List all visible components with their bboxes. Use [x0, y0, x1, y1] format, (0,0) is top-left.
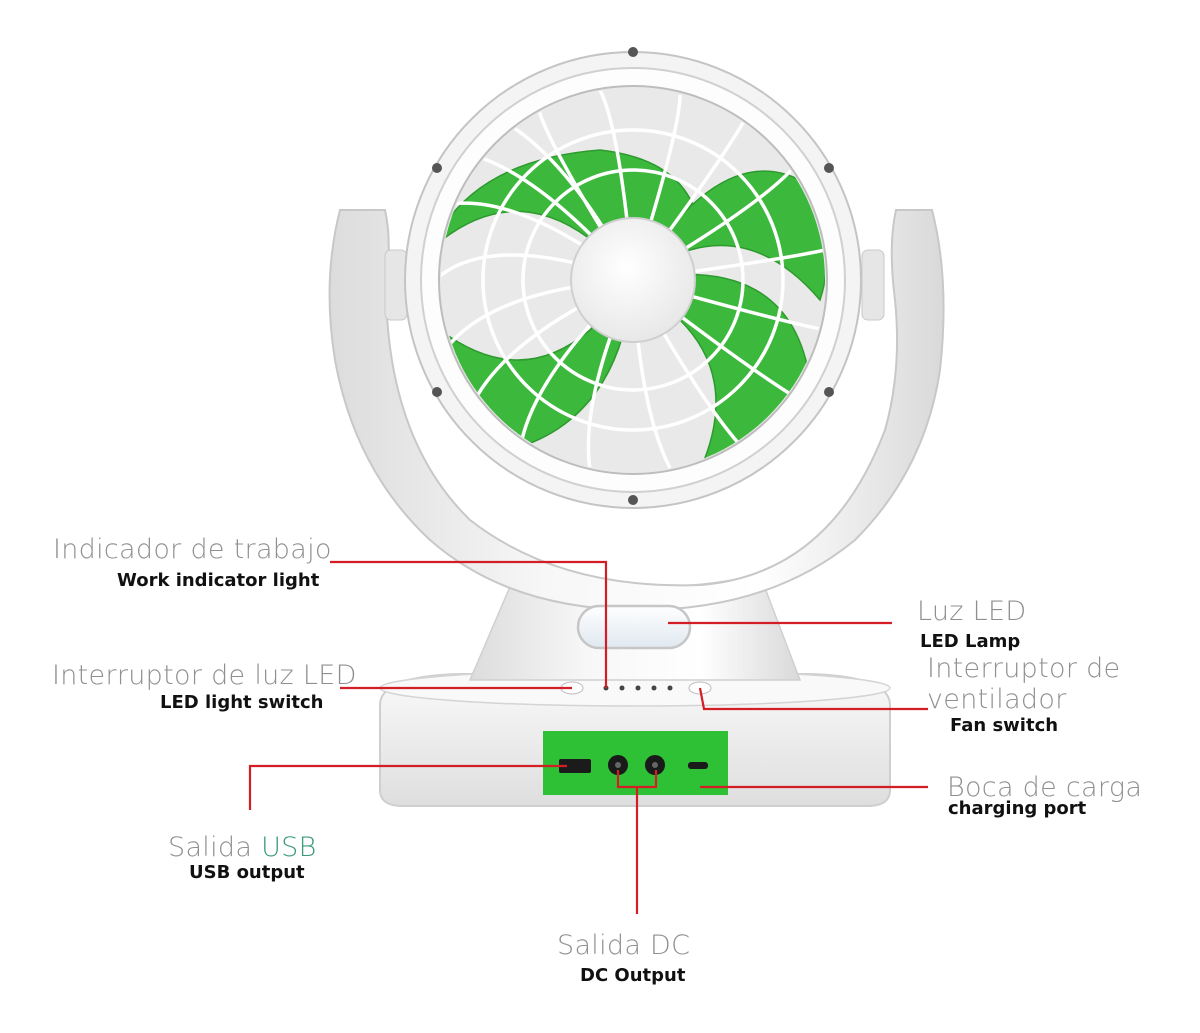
led-lamp-label-en: LED Lamp [920, 631, 1021, 652]
led-lamp-label-es: Luz LED [917, 596, 1027, 627]
fan-switch-label-es-line2: ventilador [927, 684, 1067, 715]
leader-usb-output [248, 764, 567, 810]
usb-output-label-es-prefix: Salida [168, 832, 262, 863]
fan-switch-label-es-line1: Interruptor de [927, 653, 1121, 684]
fan-head [404, 47, 862, 509]
led-switch-label-en: LED light switch [160, 692, 324, 713]
indicator-dot [667, 685, 673, 691]
left-pivot [384, 249, 408, 321]
indicator-dot [651, 685, 657, 691]
right-pivot [861, 249, 885, 321]
fan-hub [570, 217, 696, 343]
indicator-dot [619, 685, 625, 691]
work-indicator-label-es: Indicador de trabajo [53, 534, 332, 565]
fan-yoke [328, 209, 945, 612]
leader-fan-switch [698, 687, 928, 711]
usb-output-label-es-suffix: USB [261, 832, 317, 863]
usb-port [559, 759, 591, 773]
led-switch-label-es: Interruptor de luz LED [52, 660, 357, 691]
work-indicator-label-en: Work indicator light [117, 570, 320, 591]
leader-lines [248, 560, 928, 914]
usb-output-label-es: Salida USB [168, 834, 317, 861]
charging-port-label-en: charging port [948, 798, 1087, 819]
dc-output-label-es: Salida DC [557, 930, 691, 961]
charging-port [688, 762, 708, 769]
leader-work-indicator [330, 560, 608, 688]
indicator-dot [635, 685, 641, 691]
usb-output-label-en: USB output [189, 862, 305, 883]
charging-port-label-es: Boca de carga [947, 772, 1143, 803]
led-lamp [576, 604, 692, 650]
fan-switch-label-en: Fan switch [950, 715, 1059, 736]
dc-output-label-en: DC Output [580, 965, 686, 986]
port-panel [543, 731, 728, 795]
